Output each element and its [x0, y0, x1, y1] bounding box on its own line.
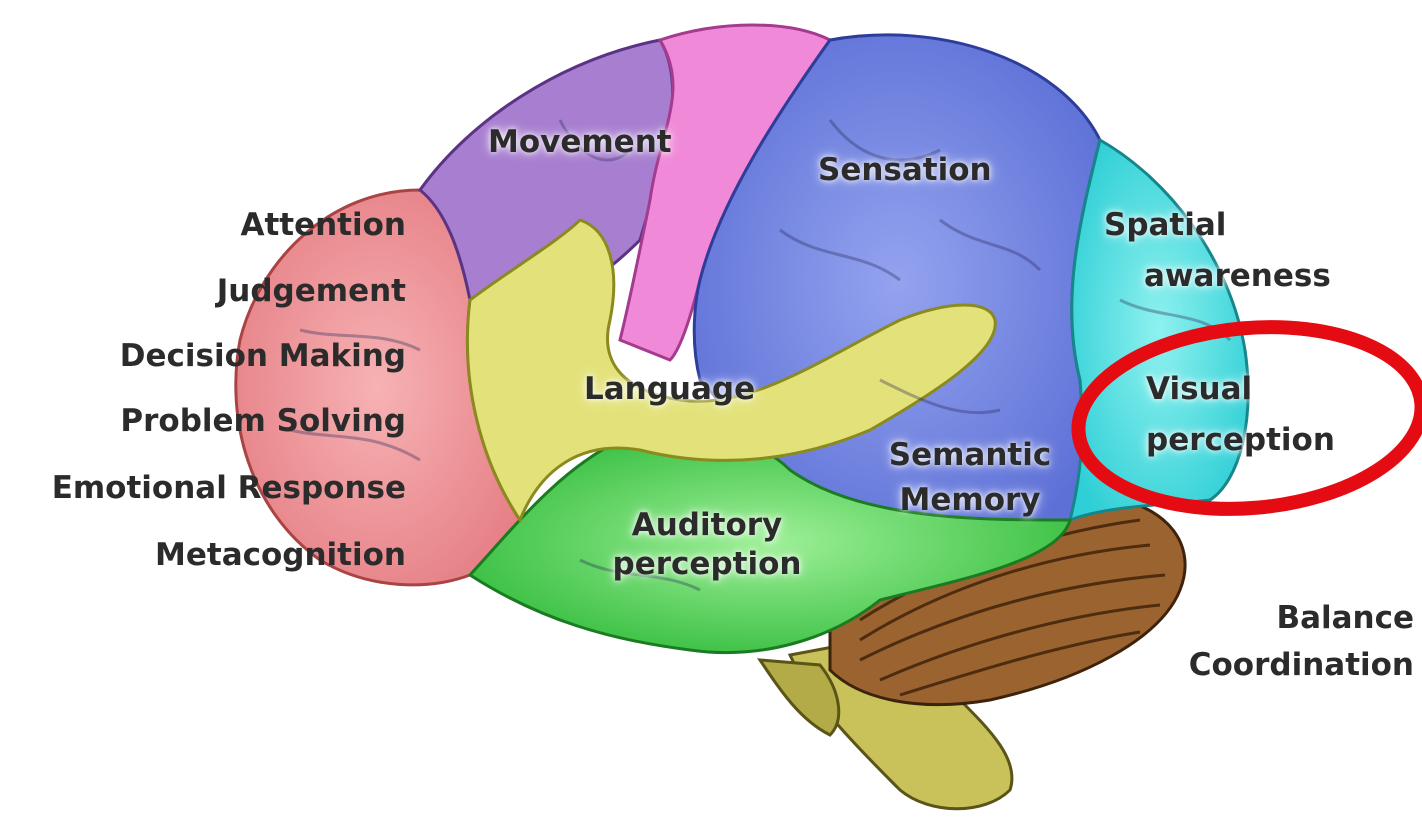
label-attention: Attention [240, 210, 406, 241]
label-semantic-line1: Semantic [880, 440, 1060, 471]
label-coordination-line: Coordination [1189, 650, 1414, 681]
label-judgement: Judgement [217, 276, 406, 307]
label-balance-line: Balance [1189, 603, 1414, 634]
label-decision-making: Decision Making [120, 341, 406, 372]
label-visual-perception: Visual perception [1146, 374, 1335, 456]
label-auditory-line1: Auditory [597, 510, 817, 541]
label-language: Language [584, 374, 755, 405]
label-visual-line1: Visual [1146, 374, 1335, 405]
label-auditory-perception: Auditory perception [597, 510, 817, 580]
label-movement: Movement [488, 127, 672, 158]
label-sensation: Sensation [818, 155, 992, 186]
label-semantic-line2: Memory [880, 485, 1060, 516]
label-spatial-line1: Spatial [1104, 210, 1331, 241]
label-spatial-line2: awareness [1104, 261, 1331, 292]
label-emotional-response: Emotional Response [52, 473, 406, 504]
label-metacognition: Metacognition [155, 540, 406, 571]
label-balance-coordination: Balance Coordination [1189, 603, 1414, 681]
label-auditory-line2: perception [597, 549, 817, 580]
label-semantic-memory: Semantic Memory [880, 440, 1060, 516]
label-spatial-awareness: Spatial awareness [1104, 210, 1331, 292]
label-visual-line2: perception [1146, 425, 1335, 456]
label-problem-solving: Problem Solving [120, 406, 406, 437]
